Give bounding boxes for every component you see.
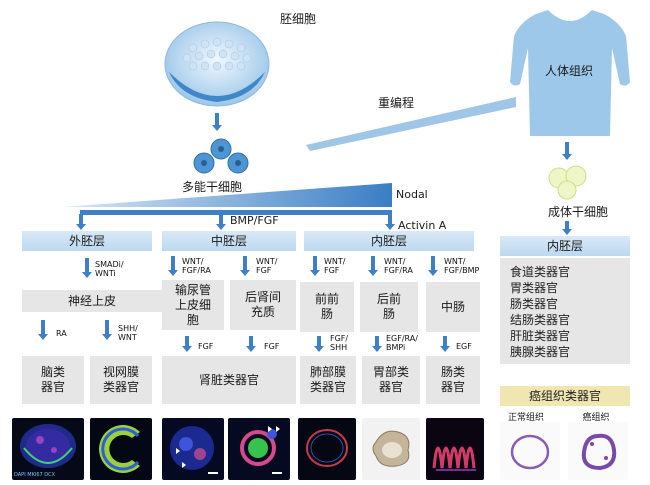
endoderm-band-right: 内胚层: [500, 236, 630, 256]
arrow-to-ecto: [76, 214, 86, 230]
ecto-signal-smadi: SMADi/ WNTi: [95, 260, 124, 278]
list-item: 食道类器官: [510, 265, 571, 279]
ureteric-micrograph: [162, 418, 224, 480]
meso-fgf-1: FGF: [198, 342, 214, 351]
lung-organoid: 肺部膜 类器官: [300, 356, 356, 404]
embryo-label: 胚细胞: [279, 12, 316, 26]
ecto-signal-ra: RA: [56, 329, 67, 338]
list-item: 结肠类器官: [510, 313, 571, 327]
reprogramming-arrow: [298, 95, 518, 155]
stomach-micrograph: [362, 418, 420, 480]
cancer-tissue-micrograph: [568, 422, 628, 480]
meso-signal-1: WNT/ FGF/RA: [182, 257, 211, 275]
retina-micrograph: [90, 418, 152, 480]
arrow-endo-2a: [314, 336, 324, 352]
ureteric-epithelium: 输尿管 上皮细 胞: [162, 280, 224, 330]
arrow-endo-1a: [310, 256, 320, 276]
human-body-image: [508, 8, 632, 138]
endoderm-band: 内胚层: [304, 231, 474, 251]
ecto-signal-shh: SHH/ WNT: [118, 324, 138, 342]
endo-signal-4: FGF/ SHH: [330, 334, 349, 352]
adult-stem-label: 成体干细胞: [547, 205, 608, 219]
posterior-foregut: 后前 肠: [360, 282, 418, 332]
pluripotent-cells-image: [190, 138, 252, 176]
endo-signal-1: WNT/ FGF: [324, 257, 346, 275]
brain-organoid: 脑类 器官: [22, 356, 84, 404]
arrow-to-meso: [216, 214, 226, 230]
arrow-ecto-2b: [102, 320, 112, 340]
tumor-organoid-header: 癌组织类器官: [500, 386, 630, 406]
endo-signal-5: EGF/RA/ BMPi: [386, 334, 418, 352]
activin-label: Activin A: [398, 219, 447, 232]
cancer-tissue-label: 癌组织: [582, 413, 610, 423]
ectoderm-band: 外胚层: [22, 231, 152, 251]
arrow-endo-1c: [428, 256, 438, 276]
meso-fgf-2: FGF: [264, 342, 280, 351]
embryo-image: [163, 20, 271, 108]
normal-tissue-micrograph: [500, 422, 560, 480]
reprogramming-label: 重编程: [377, 96, 414, 110]
arrow-to-endo: [385, 214, 395, 230]
arrow-meso-1b: [240, 256, 250, 276]
endo-signal-6: EGF: [456, 342, 472, 351]
metanephric-mesenchyme: 后肾间 充质: [230, 280, 296, 330]
endo-signal-3: WNT/ FGF/BMP: [444, 257, 480, 275]
intestine-organoid: 肠类 器官: [426, 356, 480, 404]
pluripotent-label: 多能干细胞: [181, 180, 242, 194]
kidney-organoid: 肾脏类器官: [162, 356, 296, 404]
lung-micrograph: [298, 418, 356, 480]
brain-micrograph: DAPI MKI67 DCX: [12, 418, 84, 480]
adult-organoid-list: 食道类器官 胃类器官 肠类器官 结肠类器官 肝脏类器官 胰腺类器官: [500, 258, 630, 364]
nodal-label: Nodal: [396, 188, 428, 201]
bmp-fgf-label: BMP/FGF: [230, 214, 279, 227]
arrow-endo-2c: [440, 336, 450, 352]
arrow-adult-to-endo: [562, 221, 572, 235]
arrow-ecto-2a: [38, 320, 48, 340]
kidney-micrograph: [228, 418, 290, 480]
list-item: 胃类器官: [510, 281, 559, 295]
human-tissue-label: 人体组织: [544, 64, 593, 78]
arrow-body-to-adult: [562, 142, 572, 160]
stomach-organoid: 胃部类 器官: [362, 356, 420, 404]
arrow-endo-1b: [368, 256, 378, 276]
nodal-gradient-wedge: [62, 182, 394, 208]
adult-stem-cells-image: [546, 164, 590, 200]
arrow-meso-2a: [182, 336, 192, 352]
mesoderm-band: 中胚层: [162, 231, 296, 251]
neural-epithelium: 神经上皮: [22, 290, 162, 312]
meso-signal-2: WNT/ FGF: [256, 257, 278, 275]
arrow-embryo-to-pluri: [212, 113, 222, 131]
micrograph-caption: DAPI MKI67 DCX: [14, 472, 56, 478]
arrow-ecto-1: [82, 258, 92, 278]
distribution-bar: [80, 210, 392, 215]
midgut: 中肠: [426, 282, 480, 332]
anterior-foregut: 前前 肠: [300, 282, 354, 332]
arrow-meso-2b: [246, 336, 256, 352]
list-item: 肠类器官: [510, 297, 559, 311]
list-item: 肝脏类器官: [510, 329, 571, 343]
list-item: 胰腺类器官: [510, 345, 571, 359]
arrow-endo-2b: [372, 336, 382, 352]
endo-signal-2: WNT/ FGF/RA: [384, 257, 413, 275]
intestine-micrograph: [426, 418, 484, 480]
arrow-meso-1a: [168, 256, 178, 276]
retina-organoid: 视网膜 类器官: [90, 356, 152, 404]
normal-tissue-label: 正常组织: [507, 413, 544, 423]
